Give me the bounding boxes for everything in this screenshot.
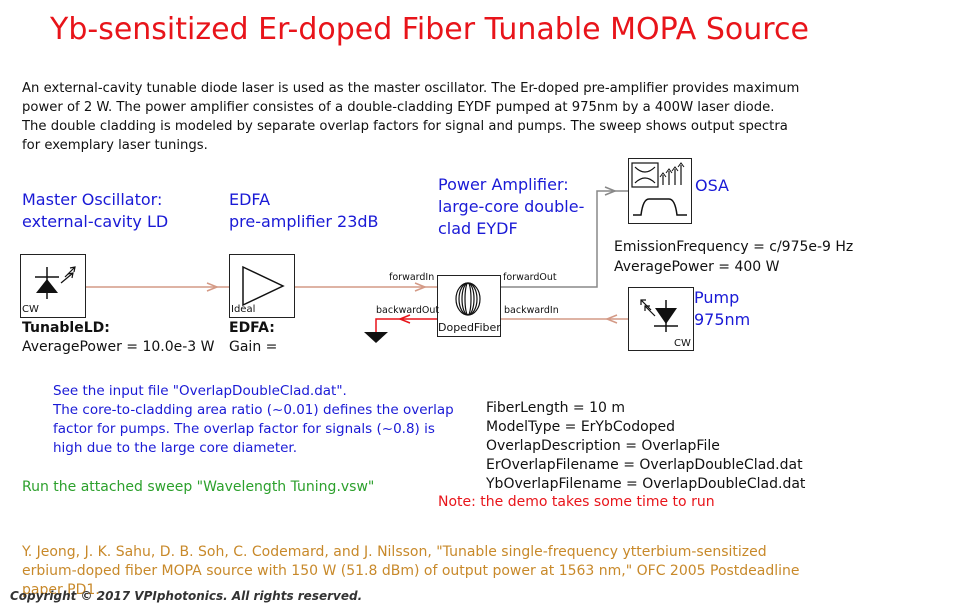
arrowhead-pump-fiber	[604, 314, 618, 324]
input-note-line3: factor for pumps. The overlap factor for…	[53, 421, 435, 437]
tunable-ld-block[interactable]: CW	[20, 254, 86, 318]
reference-text: Y. Jeong, J. K. Sahu, D. B. Soh, C. Code…	[22, 544, 800, 598]
fiber-param-er-overlap: ErOverlapFilename = OverlapDoubleClad.da…	[486, 457, 803, 473]
port-forward-in: forwardIn	[389, 272, 435, 283]
arrowhead-backward	[397, 314, 411, 324]
edfa-tag: Ideal	[231, 304, 256, 315]
link-fiber-ground	[375, 318, 437, 332]
link-fiber-osa	[501, 190, 628, 288]
input-note-line1: See the input file "OverlapDoubleClad.da…	[53, 383, 347, 399]
fiber-param-model: ModelType = ErYbCodoped	[486, 419, 676, 435]
power-amplifier-label-line2: large-core double-	[438, 197, 585, 216]
fiber-params: FiberLength = 10 m ModelType = ErYbCodop…	[486, 399, 805, 494]
ground-icon	[364, 332, 388, 343]
fiber-param-length: FiberLength = 10 m	[486, 400, 626, 416]
page-title: Yb-sensitized Er-doped Fiber Tunable MOP…	[50, 12, 809, 47]
pump-label-line2: 975nm	[694, 310, 751, 329]
edfa-block[interactable]: Ideal	[229, 254, 295, 318]
master-oscillator-label: Master Oscillator: external-cavity LD	[22, 189, 168, 233]
pump-label-line1: Pump	[694, 288, 740, 307]
power-amplifier-label: Power Amplifier: large-core double- clad…	[438, 174, 584, 240]
edfa-name: EDFA:	[229, 320, 275, 336]
fiber-param-yb-overlap: YbOverlapFilename = OverlapDoubleClad.da…	[486, 476, 806, 492]
pump-label: Pump 975nm	[694, 287, 750, 331]
osa-label: OSA	[695, 176, 729, 195]
tunable-ld-tag: CW	[22, 304, 39, 315]
input-note-line4: high due to the large core diameter.	[53, 440, 298, 456]
tunable-ld-param: AveragePower = 10.0e-3 W	[22, 339, 215, 355]
laser-diode-icon	[35, 266, 76, 299]
pump-param-power: AveragePower = 400 W	[614, 259, 780, 275]
master-oscillator-label-line2: external-cavity LD	[22, 212, 169, 231]
copyright-text: Copyright © 2017 VPIphotonics. All right…	[10, 589, 363, 603]
input-file-note: See the input file "OverlapDoubleClad.da…	[53, 382, 454, 458]
port-backward-in: backwardIn	[504, 305, 559, 316]
pump-param-frequency: EmissionFrequency = c/975e-9 Hz	[614, 239, 854, 255]
arrowhead-ld-edfa	[206, 282, 220, 292]
port-backward-out: backwardOut	[376, 305, 440, 316]
fiber-param-overlap-desc: OverlapDescription = OverlapFile	[486, 438, 720, 454]
pump-block[interactable]: CW	[628, 287, 694, 351]
osa-block[interactable]	[628, 158, 692, 224]
tunable-ld-name: TunableLD:	[22, 320, 110, 336]
arrowhead-edfa-fiber	[414, 282, 428, 292]
master-oscillator-label-line1: Master Oscillator:	[22, 190, 163, 209]
description-text: An external-cavity tunable diode laser i…	[22, 81, 800, 153]
pump-diode-icon	[640, 299, 678, 332]
arrowhead-fiber-osa	[604, 186, 618, 196]
pump-tag: CW	[674, 338, 691, 349]
fiber-coil-icon	[455, 282, 481, 316]
power-amplifier-label-line3: clad EYDF	[438, 219, 518, 238]
demo-note: Note: the demo takes some time to run	[438, 494, 715, 510]
input-note-line2: The core-to-cladding area ratio (~0.01) …	[53, 402, 454, 418]
doped-fiber-block[interactable]: DopedFiber	[437, 275, 501, 337]
edfa-label: EDFA pre-amplifier 23dB	[229, 189, 379, 233]
port-forward-out: forwardOut	[503, 272, 557, 283]
spectrum-analyzer-icon	[631, 162, 687, 216]
power-amplifier-label-line1: Power Amplifier:	[438, 175, 569, 194]
amplifier-triangle-icon	[242, 265, 285, 307]
edfa-param: Gain =	[229, 339, 278, 352]
edfa-label-line2: pre-amplifier 23dB	[229, 212, 379, 231]
doped-fiber-name: DopedFiber	[438, 321, 501, 334]
edfa-label-line1: EDFA	[229, 190, 271, 209]
sweep-note[interactable]: Run the attached sweep "Wavelength Tunin…	[22, 479, 375, 495]
